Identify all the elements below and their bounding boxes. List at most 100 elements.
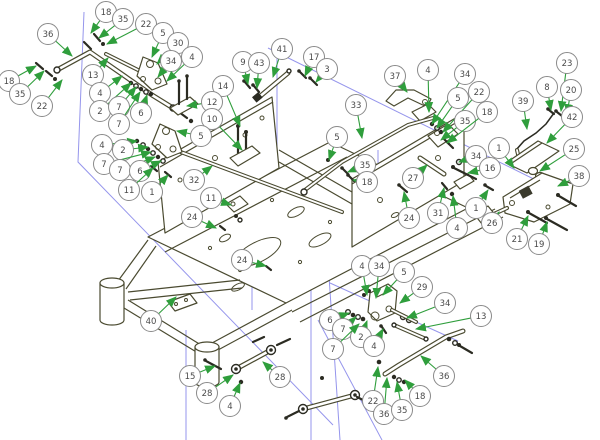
balloon-circle [219,395,241,417]
leader-arrow [124,91,141,116]
leader-arrow [253,73,263,90]
balloon-circle [411,276,433,298]
leader-arrow [90,20,101,34]
leader-arrow [157,66,168,78]
callout-34: 34 [157,50,182,78]
balloon-circle [568,165,590,187]
balloon-circle [561,106,583,128]
leader-arrow [201,219,217,229]
callout-28: 28 [196,374,234,404]
leader-arrow [399,292,414,304]
balloon-circle [181,206,203,228]
balloon-circle [433,365,455,387]
callout-23: 23 [556,52,578,113]
balloon-number: 2 [358,333,363,343]
leader-arrow [404,379,415,391]
balloon-number: 7 [116,103,121,113]
leader-arrow [360,276,370,297]
leader-arrow [519,215,529,230]
balloon-circle [108,113,130,135]
balloon-number: 4 [425,66,430,76]
balloon-number: 18 [4,77,15,87]
balloon-circle [31,95,53,117]
leader-arrow [504,156,515,169]
balloon-circle [231,249,253,271]
leader-arrow [382,279,398,296]
callout-5: 5 [175,125,212,147]
callout-27: 27 [402,164,428,189]
balloon-circle [479,157,501,179]
balloon-number: 27 [408,174,419,184]
callout-36: 36 [37,23,73,57]
balloon-number: 35 [118,15,129,25]
balloon-circle [454,63,476,85]
leader-arrow [199,365,217,374]
balloon-circle [118,179,140,201]
callout-5: 5 [436,87,469,129]
balloon-circle [269,366,291,388]
balloon-number: 38 [574,172,585,182]
leader-arrow [355,115,365,140]
leader-arrow [241,72,251,86]
leader-arrow [175,128,191,138]
callout-13: 13 [414,305,492,332]
balloon-number: 34 [374,262,385,272]
balloon-circle [212,75,234,97]
leader-arrow [372,276,382,300]
callout-25: 25 [539,138,585,172]
balloon-circle [447,87,469,109]
balloon-number: 22 [141,20,152,30]
callout-13: 13 [82,57,109,86]
balloon-number: 37 [390,72,401,82]
balloon-circle [427,202,449,224]
balloon-number: 4 [189,53,194,63]
balloon-number: 1 [149,188,154,198]
leader-arrow [401,190,411,208]
balloon-number: 31 [433,209,444,219]
leader-arrow [397,81,408,93]
callout-28: 28 [262,361,291,388]
balloon-number: 6 [138,109,143,119]
leader-arrow [338,312,351,321]
callout-5: 5 [382,261,415,296]
callout-39: 39 [512,90,534,131]
balloon-number: 18 [101,8,112,18]
balloon-circle [271,38,293,60]
balloon-number: 35 [360,161,371,171]
callout-26: 26 [481,211,503,234]
callout-24: 24 [398,190,420,229]
callout-32: 32 [183,165,213,191]
balloon-circle [409,385,431,407]
balloon-number: 23 [562,59,573,69]
balloon-number: 25 [569,145,580,155]
balloon-number: 10 [207,115,218,125]
leader-arrow [557,177,570,187]
balloon-number: 4 [371,342,376,352]
callout-9: 9 [232,51,254,86]
balloon-circle [200,187,222,209]
balloon-circle [368,255,390,277]
balloon-number: 16 [485,164,496,174]
leader-arrow [17,65,37,77]
balloon-number: 32 [189,176,200,186]
leader-arrow [220,197,233,206]
balloon-circle [248,52,270,74]
balloon-circle [345,94,367,116]
balloon-circle [322,338,344,360]
leader-arrow [539,154,566,172]
balloon-circle [506,228,528,250]
balloon-circle [37,23,59,45]
leader-arrow [27,70,45,88]
balloon-circle [393,261,415,283]
balloon-circle [140,310,162,332]
balloon-number: 5 [198,132,203,142]
leader-arrow [315,71,326,83]
balloon-circle [135,13,157,35]
balloon-circle [468,81,490,103]
callout-16: 16 [466,157,501,179]
balloon-circle [488,137,510,159]
callout-35: 35 [9,70,45,105]
leader-arrow [345,316,357,327]
